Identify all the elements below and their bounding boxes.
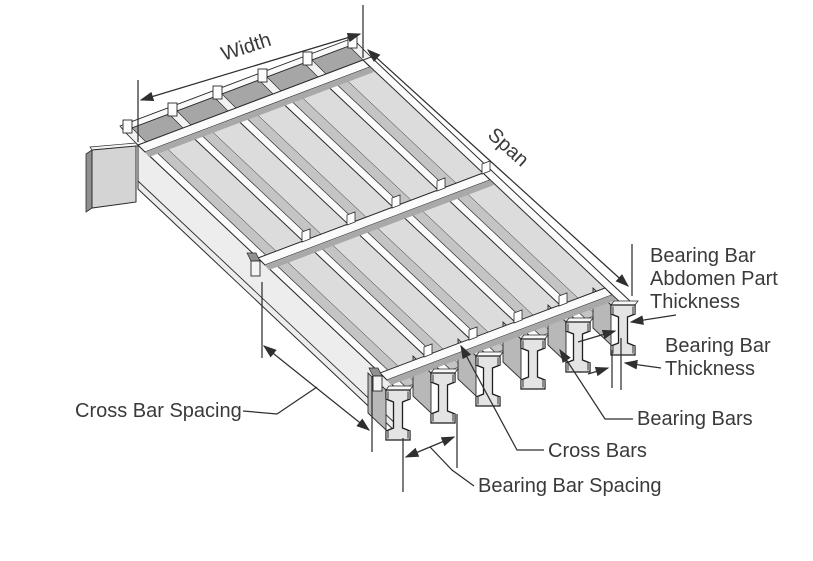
width-dimension-line [139, 32, 362, 102]
callout-bearing-bars: Bearing Bars [559, 348, 753, 430]
thickness-label-line2: Thickness [665, 358, 755, 380]
callout-abdomen-thickness: Bearing Bar Abdomen Part Thickness [577, 245, 778, 343]
abdomen-label-line3: Thickness [650, 291, 740, 313]
cross-bars-label: Cross Bars [548, 440, 647, 462]
abdomen-label-line2: Abdomen Part [650, 268, 778, 290]
cross-bars-leader [460, 344, 544, 451]
i-section-flange-caps [386, 306, 635, 439]
grating-panel [85, 34, 639, 441]
end-plate-left-edge [85, 149, 93, 213]
end-plate-top-edge [89, 142, 139, 151]
thickness-arrow-left [587, 366, 610, 377]
cbs-leader [242, 386, 318, 415]
cross-bar-spacing-label: Cross Bar Spacing [75, 400, 242, 422]
bar-crossing-tabs [423, 292, 568, 358]
bearing-bar-end-sections [385, 300, 639, 441]
abdomen-label-line1: Bearing Bar [650, 245, 756, 267]
width-label: Width [218, 29, 273, 66]
end-plate [85, 142, 139, 213]
callout-bearing-bar-thickness: Bearing Bar Thickness [587, 335, 771, 390]
i-section-faces [385, 304, 636, 441]
cross-bar-front [368, 287, 616, 392]
bbs-leader [429, 446, 475, 487]
span-label: Span [483, 124, 532, 172]
dimension-cross-bar-spacing: Cross Bar Spacing [75, 282, 373, 452]
thickness-leader-right [623, 359, 662, 370]
bearing-bars-label: Bearing Bars [637, 408, 753, 430]
cross-bar-end-tab [368, 367, 383, 392]
callout-cross-bars: Cross Bars [460, 344, 647, 462]
abdomen-leader-right [629, 314, 677, 325]
dimension-bearing-bar-spacing: Bearing Bar Spacing [402, 414, 661, 497]
abdomen-arrow-left [577, 329, 617, 343]
thickness-label-line1: Bearing Bar [665, 335, 771, 357]
span-dimension-line [366, 49, 630, 287]
bearing-bars-leader [559, 348, 633, 420]
i-section-top-slivers [385, 300, 639, 391]
end-plate-face [91, 145, 137, 209]
bearing-bar-spacing-label: Bearing Bar Spacing [478, 475, 661, 497]
cross-bar-end-tab [246, 252, 261, 277]
